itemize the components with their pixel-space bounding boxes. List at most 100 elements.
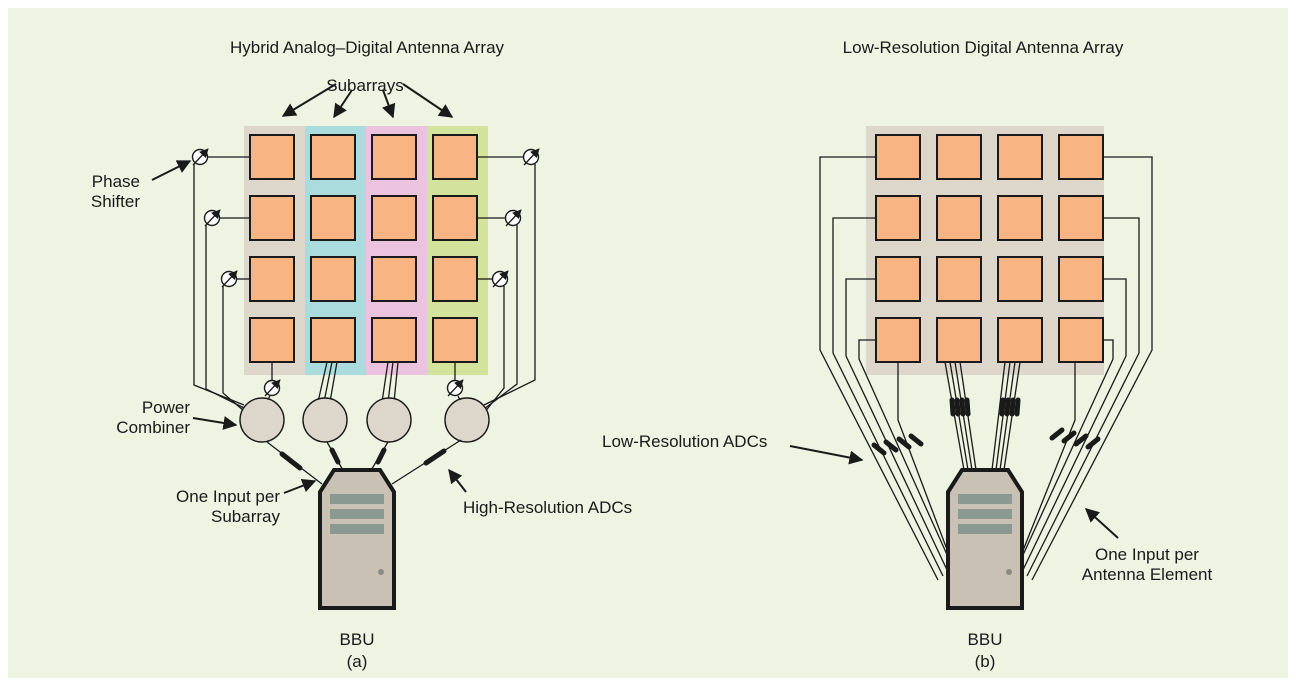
antenna-element [875, 195, 921, 241]
low-resolution-adc-icon [908, 433, 924, 447]
antenna-element [997, 134, 1043, 180]
subarrays-arrow [281, 83, 337, 117]
power-combiner-arrow [192, 416, 238, 430]
power-combiner-icon [302, 397, 348, 443]
feed-line [999, 361, 1016, 471]
feed-line [205, 225, 245, 409]
antenna-element [1058, 256, 1104, 302]
phase-shifter-arrow [505, 209, 522, 227]
antenna-element [997, 256, 1043, 302]
phase-shifter-arrow [192, 148, 209, 166]
antenna-element [936, 134, 982, 180]
panel-b-diagram [789, 126, 1153, 610]
low-resolution-adc-icon [949, 397, 956, 417]
antenna-element [249, 256, 295, 302]
high-resolution-adc-icon [279, 451, 303, 471]
low-resolution-adc-icon [1061, 430, 1077, 444]
feed-line [483, 286, 505, 414]
phase-shifter-arrow [204, 209, 221, 227]
panel-a-caption: (a) [346, 652, 368, 671]
antenna-element [936, 195, 982, 241]
feed-line [193, 164, 245, 406]
antenna-element [1058, 317, 1104, 363]
feed-line [323, 361, 333, 403]
antenna-element [936, 317, 982, 363]
feed-line [897, 362, 955, 569]
phase-shifter-arrow [523, 148, 540, 166]
bbu-led [1006, 569, 1012, 575]
low-resolution-adc-icon [1073, 433, 1089, 447]
subarrays-arrow [382, 89, 396, 119]
phase-shifter-arrow [492, 270, 509, 288]
bbu-slot [958, 524, 1012, 534]
low-resolution-adc-icon [883, 439, 899, 453]
feed-line [858, 339, 954, 569]
panel-a-bbu-label: BBU [339, 630, 375, 649]
one-input-per-antenna-element-label: One Input per Antenna Element [1081, 545, 1213, 584]
bbu-slot [958, 509, 1012, 519]
one-input-per-antenna-element-arrow [1084, 508, 1119, 539]
panel-a-diagram [151, 83, 540, 610]
feed-line [1015, 362, 1076, 569]
power-combiner-icon [444, 397, 490, 443]
antenna-element [249, 317, 295, 363]
feed-line [393, 361, 399, 403]
phase-shifter-arrow [447, 379, 464, 397]
feed-line [845, 278, 949, 573]
high-resolution-adcs-label: High-Resolution ADCs [463, 498, 633, 517]
one-input-per-subarray-arrow [283, 479, 317, 494]
antenna-element [432, 134, 478, 180]
subarrays-arrow [402, 83, 454, 118]
feed-line [1026, 217, 1140, 577]
phase-shifter-arrow [264, 379, 281, 397]
bbu-led [378, 569, 384, 575]
subarrays-arrow [333, 89, 353, 119]
power-combiner-icon [366, 397, 412, 443]
power-combiner-icon [239, 397, 285, 443]
low-resolution-adc-icon [1049, 427, 1065, 441]
high-resolution-adcs-arrow [448, 468, 467, 493]
feed-line [381, 361, 389, 403]
subarrays-label: Subarrays [326, 76, 404, 95]
feed-line [317, 361, 328, 403]
antenna-element [997, 195, 1043, 241]
bbu-slot [958, 494, 1012, 504]
feed-line [1016, 339, 1114, 569]
low-resolution-adc-icon [1085, 436, 1101, 450]
antenna-element [371, 134, 417, 180]
feed-line [387, 361, 394, 403]
bbu-icon [946, 468, 1024, 610]
low-resolution-adc-icon [959, 397, 966, 417]
low-resolution-adc-icon [954, 397, 961, 417]
feed-line [222, 286, 245, 412]
antenna-element [249, 195, 295, 241]
high-resolution-adc-icon [423, 448, 447, 466]
panel-b-caption: (b) [974, 652, 996, 671]
low-resolution-adcs-label: Low-Resolution ADCs [602, 432, 768, 451]
bbu-slot [330, 494, 384, 504]
low-resolution-adc-icon [999, 397, 1006, 417]
bbu-slot [330, 509, 384, 519]
feed-line [995, 361, 1011, 471]
antenna-element [875, 256, 921, 302]
antenna-element [875, 134, 921, 180]
antenna-element [371, 256, 417, 302]
low-resolution-adcs-arrow [789, 445, 864, 465]
antenna-element [371, 317, 417, 363]
feed-line [1021, 278, 1127, 573]
low-resolution-adc-icon [896, 436, 912, 450]
feed-line [1031, 156, 1153, 581]
low-resolution-adc-icon [871, 442, 887, 456]
low-resolution-adc-icon [964, 397, 971, 417]
antenna-element [310, 317, 356, 363]
panel-b-bbu-label: BBU [967, 630, 1003, 649]
panel-a-title: Hybrid Analog–Digital Antenna Array [229, 38, 505, 57]
antenna-element [371, 195, 417, 241]
low-resolution-adc-icon [1014, 397, 1021, 417]
feed-line [991, 361, 1006, 471]
panel-b-title: Low-Resolution Digital Antenna Array [842, 38, 1124, 57]
feed-line [329, 361, 338, 403]
antenna-element [1058, 195, 1104, 241]
antenna-element [249, 134, 295, 180]
